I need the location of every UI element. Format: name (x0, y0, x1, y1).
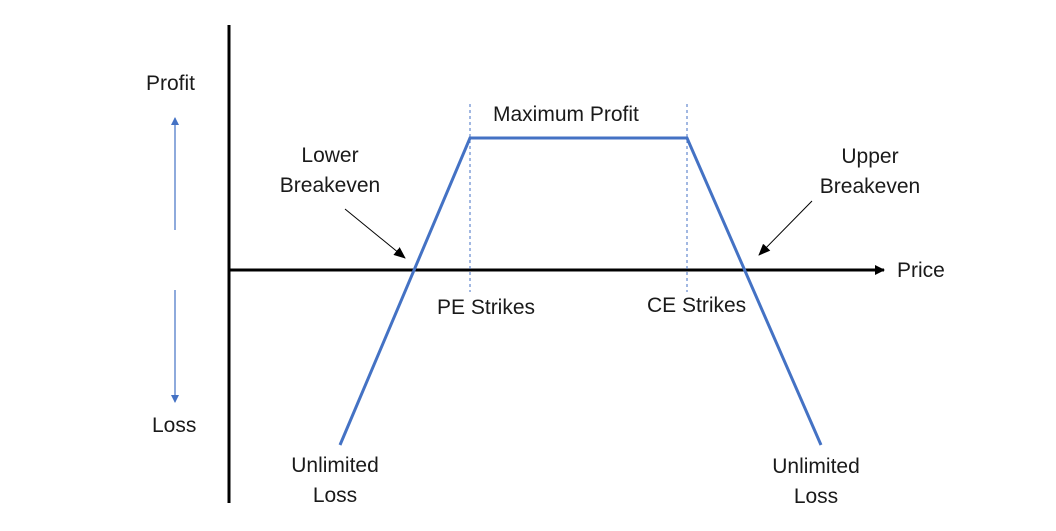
max-profit-label: Maximum Profit (493, 103, 639, 126)
lower-breakeven-line-2: Breakeven (279, 174, 381, 197)
ce-strikes-label: CE Strikes (647, 294, 747, 317)
unlimited-loss-right-line-2: Loss (793, 485, 839, 508)
unlimited-loss-left-line-2: Loss (312, 484, 358, 507)
payoff-line (338, 136, 823, 446)
price-label: Price (897, 259, 945, 282)
upper-breakeven-line-2: Breakeven (819, 175, 921, 198)
unlimited-loss-right-line-1: Unlimited (772, 455, 860, 478)
unlimited-loss-left-line-1: Unlimited (291, 454, 379, 477)
upper-breakeven-pointer (758, 200, 813, 256)
lower-breakeven-pointer (344, 208, 406, 259)
loss-label: Loss (152, 414, 197, 437)
upper-breakeven-label: Upper Breakeven (808, 142, 932, 202)
pe-strikes-label: PE Strikes (437, 296, 536, 319)
unlimited-loss-right-label: Unlimited Loss (758, 452, 874, 512)
lower-breakeven-label: Lower Breakeven (270, 141, 390, 201)
unlimited-loss-left-label: Unlimited Loss (277, 451, 393, 511)
profit-label: Profit (146, 72, 196, 95)
lower-breakeven-line-1: Lower (301, 144, 359, 167)
upper-breakeven-line-1: Upper (841, 145, 899, 168)
